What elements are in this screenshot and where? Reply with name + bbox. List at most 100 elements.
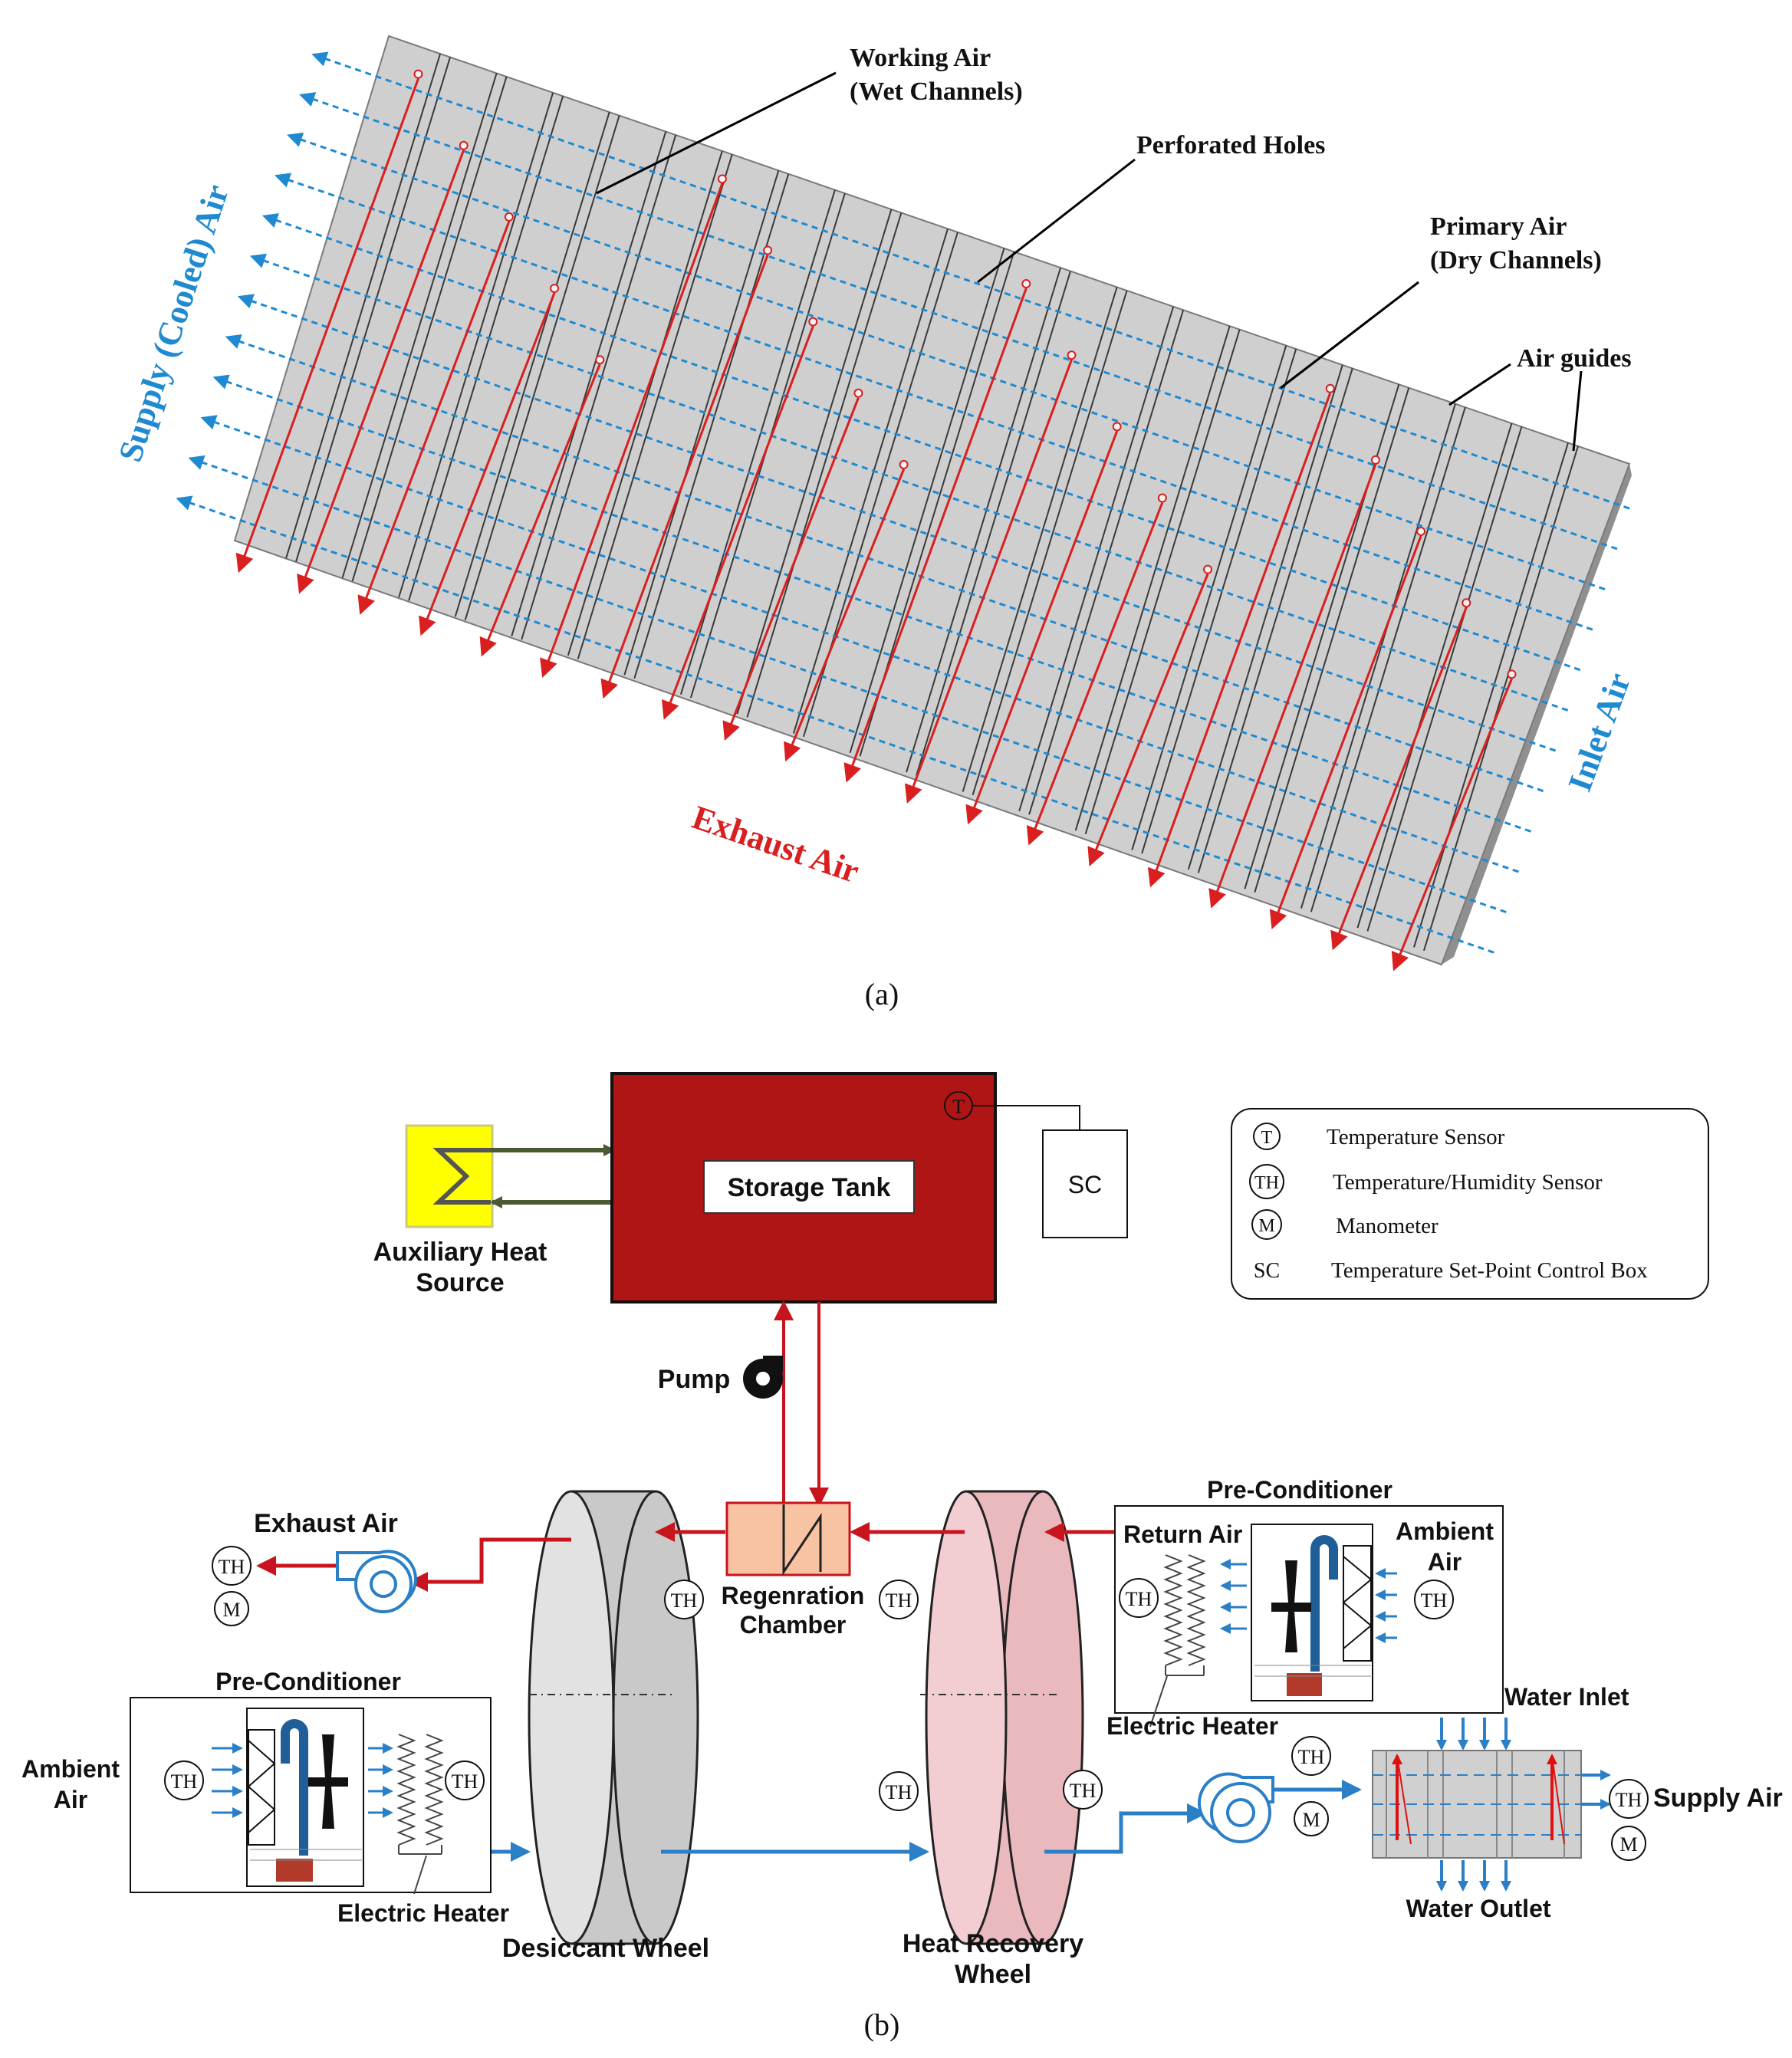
perforated-hole xyxy=(459,140,469,150)
working-air-flow-arrow xyxy=(1026,501,1164,846)
label-chamber: Chamber xyxy=(740,1611,847,1639)
sensor-th-hrw-out: TH xyxy=(1063,1770,1103,1810)
air-guide-line xyxy=(1131,345,1287,850)
supply-fan-icon xyxy=(1198,1772,1274,1843)
label-dry-channels: (Dry Channels) xyxy=(1430,246,1602,275)
sensor-m-exhaust: M xyxy=(214,1591,249,1626)
legend-box xyxy=(1231,1108,1709,1300)
label-pump: Pump xyxy=(658,1365,730,1394)
air-guide-line xyxy=(1141,348,1297,854)
sc-control-box xyxy=(1042,1129,1128,1238)
sensor-th-precond-left-out: TH xyxy=(445,1760,485,1800)
preconditioner-left-airflow xyxy=(212,1743,393,1818)
sensor-m-supply: M xyxy=(1611,1826,1646,1861)
water-outlet-arrows xyxy=(1436,1860,1511,1892)
legend-item-th: TH Temperature/Humidity Sensor xyxy=(1249,1164,1603,1199)
air-guide-line xyxy=(972,290,1128,796)
perforated-hole xyxy=(1203,564,1213,574)
perforated-hole xyxy=(1325,383,1335,393)
preconditioner-right-unit xyxy=(1251,1524,1373,1701)
label-electric-heater-right: Electric Heater xyxy=(1106,1712,1278,1740)
sensor-th-exhaust: TH xyxy=(212,1546,252,1586)
preconditioner-right-airflow xyxy=(1220,1559,1397,1643)
sc-wire xyxy=(972,1105,1080,1130)
label-preconditioner-left: Pre-Conditioner xyxy=(215,1668,401,1695)
working-air-flow-arrow xyxy=(1208,464,1377,909)
perforated-hole xyxy=(550,284,560,294)
air-guide-line xyxy=(295,57,451,562)
svg-text:TH: TH xyxy=(671,1590,698,1612)
label-desiccant-wheel: Desiccant Wheel xyxy=(502,1934,709,1963)
label-return-air: Return Air xyxy=(1123,1520,1242,1548)
air-guide-line xyxy=(1356,422,1513,929)
working-air-flow-arrow xyxy=(1087,574,1209,866)
label-wet-channels: (Wet Channels) xyxy=(850,77,1023,106)
legend-text-m: Manometer xyxy=(1336,1214,1439,1238)
label-ambient-air-left: Air xyxy=(54,1786,87,1813)
leader-air-guides-2 xyxy=(1572,370,1583,452)
svg-text:TH: TH xyxy=(886,1781,912,1803)
working-air-flow-arrow xyxy=(904,359,1073,804)
working-air-flow-arrow xyxy=(784,468,906,762)
heat-recovery-wheel xyxy=(920,1490,1084,1945)
air-guide-line xyxy=(1187,364,1343,870)
working-air-flow-arrow xyxy=(419,292,556,636)
air-guide-line xyxy=(633,173,790,679)
air-guide-line xyxy=(736,209,893,715)
working-air-flow-arrow xyxy=(297,150,465,594)
perforated-hole xyxy=(899,459,909,469)
label-inlet-air: Inlet Air xyxy=(1560,668,1638,796)
air-guide-line xyxy=(1413,442,1569,948)
air-guide-line xyxy=(398,92,554,598)
svg-text:TH: TH xyxy=(219,1556,245,1578)
perforated-hole xyxy=(853,388,863,398)
working-air-flow-arrow xyxy=(235,78,419,574)
air-guide-line xyxy=(567,150,723,656)
evaporative-cooler xyxy=(1372,1750,1611,1859)
air-guide-line xyxy=(1018,306,1175,812)
svg-text:TH: TH xyxy=(452,1770,478,1793)
perforated-hole xyxy=(1507,669,1517,679)
dw-to-exhaust-fan xyxy=(408,1537,571,1592)
label-air-guides: Air guides xyxy=(1517,344,1632,373)
svg-text:M: M xyxy=(222,1599,240,1621)
label-preconditioner-right: Pre-Conditioner xyxy=(1207,1476,1392,1504)
label-exhaust-air: Exhaust Air xyxy=(688,798,864,890)
working-air-flow-arrow xyxy=(722,397,860,741)
legend-text-sc: Temperature Set-Point Control Box xyxy=(1331,1258,1648,1283)
svg-text:M: M xyxy=(1302,1809,1320,1831)
perforated-hole xyxy=(1067,350,1077,360)
air-guide-line xyxy=(679,189,836,695)
legend-text-th: Temperature/Humidity Sensor xyxy=(1333,1170,1603,1195)
pump-icon xyxy=(743,1356,783,1399)
air-guide-line xyxy=(408,96,564,601)
air-guide-line xyxy=(454,111,610,617)
air-guide-line xyxy=(906,267,1062,773)
svg-text:TH: TH xyxy=(1421,1590,1448,1612)
sensor-th-return-air: TH xyxy=(1119,1578,1159,1618)
air-guide-line xyxy=(285,53,442,559)
caption-a: (a) xyxy=(865,977,899,1011)
leader-working-air xyxy=(596,71,837,195)
exhaust-fan-icon xyxy=(336,1550,417,1613)
perforated-hole xyxy=(717,174,727,184)
label-water-inlet: Water Inlet xyxy=(1504,1683,1629,1711)
air-guide-line xyxy=(464,115,620,620)
air-guide-line xyxy=(351,76,508,582)
air-guide-line xyxy=(962,287,1118,792)
perforated-hole xyxy=(1112,422,1122,432)
air-guide-line xyxy=(1310,406,1466,912)
auxiliary-heat-source xyxy=(405,1124,494,1228)
sensor-th-regen-right: TH xyxy=(879,1580,919,1619)
label-sc-box: SC xyxy=(1068,1171,1102,1198)
label-ambient-left: Ambient xyxy=(21,1755,120,1783)
working-air-flow-arrow xyxy=(540,182,724,678)
air-guide-line xyxy=(577,154,733,659)
label-supply-air-b: Supply Air xyxy=(1653,1783,1783,1813)
electric-heater-left xyxy=(396,1734,444,1895)
sensor-th-ambient-right: TH xyxy=(1414,1580,1454,1619)
sensor-th-hrw-in: TH xyxy=(879,1771,919,1811)
leader-primary-air xyxy=(1280,281,1419,390)
label-heat-recovery: Heat Recovery xyxy=(903,1929,1083,1958)
working-air-flow-arrow xyxy=(843,288,1028,783)
